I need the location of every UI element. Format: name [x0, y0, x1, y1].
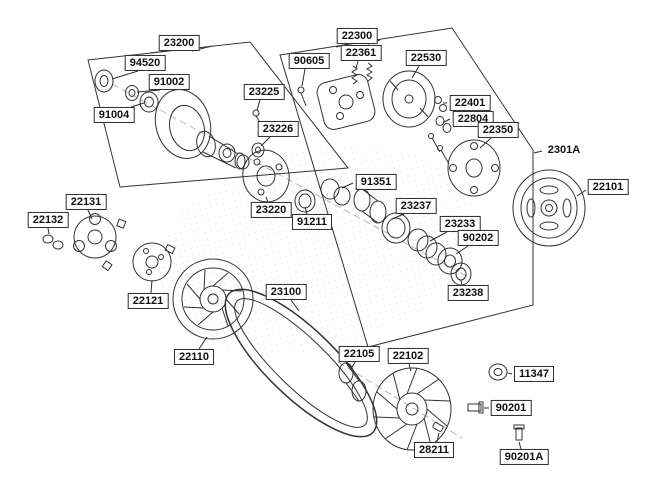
part-label-22105[interactable]: 22105 [338, 345, 380, 363]
part-label-23225[interactable]: 23225 [243, 83, 285, 101]
right-fasteners [467, 363, 525, 441]
leader-lines [47, 39, 587, 450]
part-label-22361[interactable]: 22361 [340, 44, 382, 62]
part-label-2301A[interactable]: 2301A [547, 143, 581, 156]
part-label-23237[interactable]: 23237 [395, 197, 437, 215]
drive-face [172, 258, 254, 340]
part-label-91211[interactable]: 91211 [292, 213, 332, 231]
part-label-22121[interactable]: 22121 [127, 292, 169, 310]
part-label-22131[interactable]: 22131 [65, 193, 107, 211]
part-label-90201[interactable]: 90201 [490, 399, 532, 417]
part-label-22132[interactable]: 22132 [27, 211, 69, 229]
variator-assembly [94, 69, 246, 170]
assembly-box-clutch [279, 27, 534, 348]
part-label-94520[interactable]: 94520 [124, 54, 166, 72]
part-label-91004[interactable]: 91004 [93, 106, 135, 124]
part-label-22102[interactable]: 22102 [387, 347, 429, 365]
driven-fan-group [338, 362, 452, 451]
part-label-23200[interactable]: 23200 [158, 34, 200, 52]
part-label-23226[interactable]: 23226 [257, 120, 299, 138]
part-label-23238[interactable]: 23238 [447, 284, 489, 302]
part-label-22300[interactable]: 22300 [336, 27, 378, 45]
part-label-22530[interactable]: 22530 [405, 49, 447, 67]
part-label-22110[interactable]: 22110 [174, 348, 214, 366]
part-label-23100[interactable]: 23100 [265, 283, 307, 301]
part-label-91351[interactable]: 91351 [355, 173, 397, 191]
part-label-28211[interactable]: 28211 [414, 441, 454, 459]
part-label-90202[interactable]: 90202 [457, 229, 499, 247]
part-label-91002[interactable]: 91002 [148, 73, 190, 91]
part-label-11347[interactable]: 11347 [514, 365, 554, 383]
part-label-23220[interactable]: 23220 [250, 201, 292, 219]
part-label-22101[interactable]: 22101 [587, 178, 629, 196]
center-axis-line [111, 83, 471, 279]
clutch-assembly [297, 62, 501, 197]
clutch-outer [512, 169, 586, 247]
v-belt [224, 288, 378, 438]
part-label-22350[interactable]: 22350 [477, 121, 519, 139]
part-label-90201A[interactable]: 90201A [499, 448, 549, 466]
ramp-plate-group [42, 213, 176, 282]
part-label-90605[interactable]: 90605 [288, 52, 330, 70]
part-label-22401[interactable]: 22401 [449, 94, 491, 112]
